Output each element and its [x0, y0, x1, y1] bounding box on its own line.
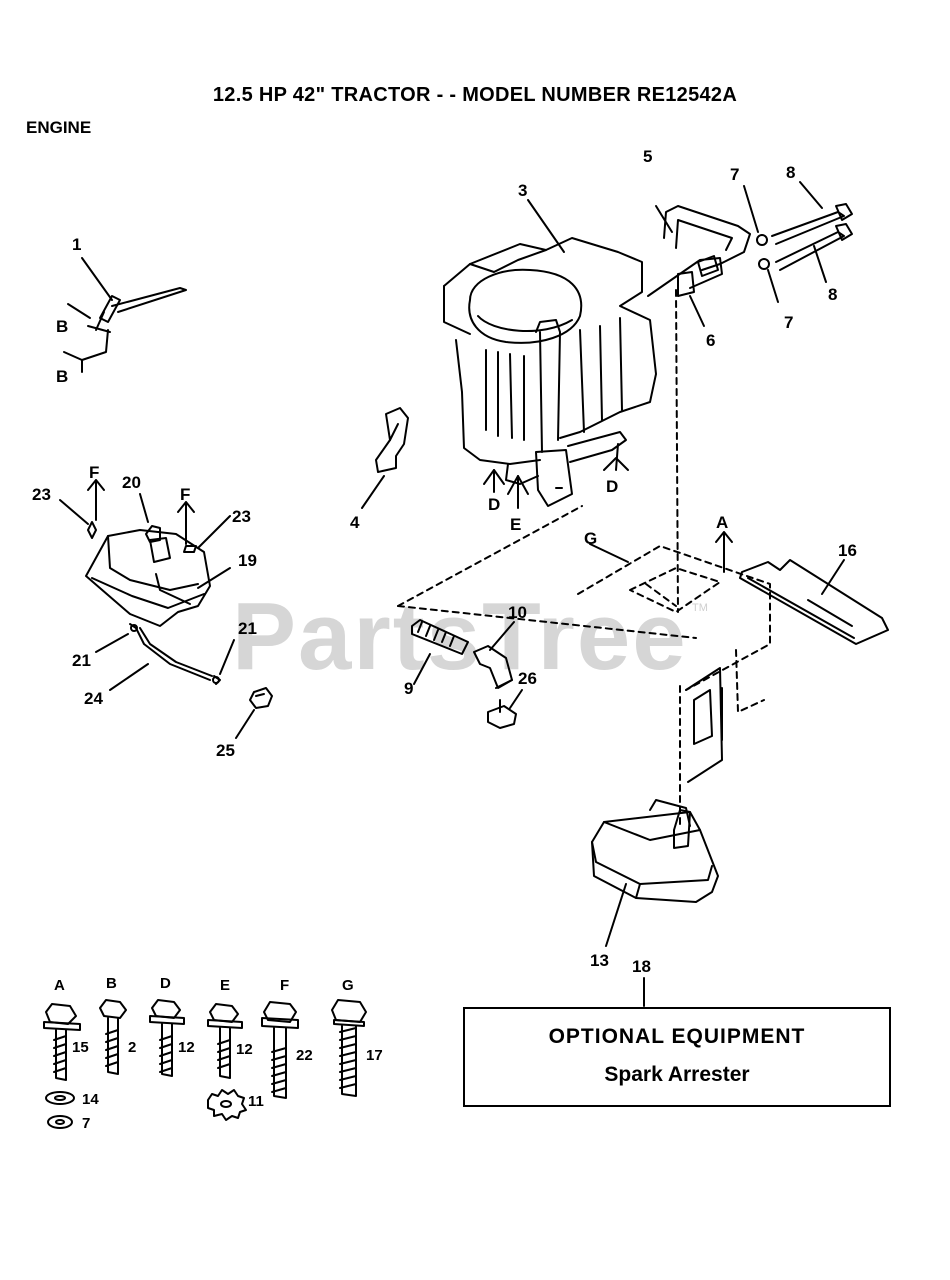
fastener-part-D: 12 [178, 1039, 195, 1056]
part-16-heat-shield[interactable] [739, 559, 889, 645]
callout-25: 25 [216, 741, 235, 760]
callout-8b: 8 [828, 285, 837, 304]
callout-3: 3 [518, 181, 527, 200]
part-1-throttle-cable[interactable] [63, 257, 187, 373]
fastener-letter-A: A [54, 977, 65, 994]
watermark-tm: TM [692, 602, 708, 614]
callout-20: 20 [122, 473, 141, 492]
callout-16: 16 [838, 541, 857, 560]
part-26-nut[interactable] [487, 689, 523, 729]
part-9-pipe-nipple[interactable] [411, 619, 469, 685]
ref-B-2: B [56, 367, 68, 386]
part-3-engine[interactable] [443, 199, 657, 509]
bolt-F [261, 1001, 299, 1099]
callout-19: 19 [238, 551, 257, 570]
fastener-letter-D: D [160, 975, 171, 992]
fastener-part-B: 2 [128, 1039, 136, 1056]
part-8-bolt[interactable] [771, 181, 853, 283]
part-5-exhaust-pipe[interactable] [647, 205, 751, 297]
ref-D-1: D [488, 495, 500, 514]
bolt-A [43, 1003, 81, 1129]
fastener-washer-7: 7 [82, 1115, 90, 1132]
bolt-E [207, 1003, 247, 1121]
fastener-legend [43, 999, 367, 1129]
bolt-D [149, 999, 185, 1077]
callout-4: 4 [350, 513, 360, 532]
callout-18: 18 [632, 957, 651, 976]
callout-21b: 21 [238, 619, 257, 638]
optional-equipment-item[interactable]: Spark Arrester [604, 1063, 750, 1086]
callout-10: 10 [508, 603, 527, 622]
optional-equipment-heading: OPTIONAL EQUIPMENT [548, 1025, 806, 1048]
callout-9: 9 [404, 679, 413, 698]
callout-7a: 7 [730, 165, 739, 184]
fastener-part-A: 15 [72, 1039, 89, 1056]
fastener-washer-14: 14 [82, 1091, 99, 1108]
part-21-clamp[interactable] [95, 624, 235, 684]
pointer-marks [589, 531, 733, 573]
bolt-B [99, 999, 127, 1075]
fastener-letter-E: E [220, 977, 230, 994]
callout-13: 13 [590, 951, 609, 970]
fastener-letter-B: B [106, 975, 117, 992]
callout-24: 24 [84, 689, 103, 708]
callout-5: 5 [643, 147, 652, 166]
ref-B-1: B [56, 317, 68, 336]
callout-8a: 8 [786, 163, 795, 182]
callout-23b: 23 [232, 507, 251, 526]
section-label: ENGINE [26, 118, 92, 137]
fastener-part-G: 17 [366, 1047, 383, 1064]
callout-26: 26 [518, 669, 537, 688]
part-13-muffler[interactable] [591, 799, 719, 947]
part-20-fuel-cap[interactable] [139, 493, 161, 543]
fastener-washer-11: 11 [248, 1093, 264, 1110]
part-19-fuel-tank[interactable] [85, 529, 231, 627]
watermark: PartsTree [232, 583, 688, 690]
diagram-title: 12.5 HP 42" TRACTOR - - MODEL NUMBER RE1… [212, 84, 738, 106]
fastener-letter-F: F [280, 977, 289, 994]
part-23-vent[interactable] [59, 499, 231, 553]
part-25-grommet[interactable] [235, 687, 273, 739]
part-10-elbow[interactable] [473, 621, 515, 689]
fastener-letter-G: G [342, 977, 354, 994]
ref-F-1: F [89, 463, 99, 482]
fastener-part-E: 12 [236, 1041, 253, 1058]
ref-A-1: A [716, 513, 728, 532]
part-7-washer[interactable] [743, 185, 779, 303]
part-6-gasket[interactable] [689, 295, 705, 327]
fastener-F-marks [87, 479, 195, 545]
callout-21a: 21 [72, 651, 91, 670]
callout-1: 1 [72, 235, 81, 254]
callout-6: 6 [706, 331, 715, 350]
fastener-part-F: 22 [296, 1047, 313, 1064]
chassis-outline [397, 289, 771, 825]
ref-E-1: E [510, 515, 521, 534]
ref-D-2: D [606, 477, 618, 496]
optional-equipment-box: OPTIONAL EQUIPMENT Spark Arrester [463, 1007, 891, 1107]
callout-7b: 7 [784, 313, 793, 332]
callout-23a: 23 [32, 485, 51, 504]
ref-G-1: G [584, 529, 597, 548]
part-4-bracket[interactable] [361, 407, 409, 509]
frame-bracket [685, 667, 723, 783]
bolt-G [331, 999, 367, 1097]
ref-F-2: F [180, 485, 190, 504]
